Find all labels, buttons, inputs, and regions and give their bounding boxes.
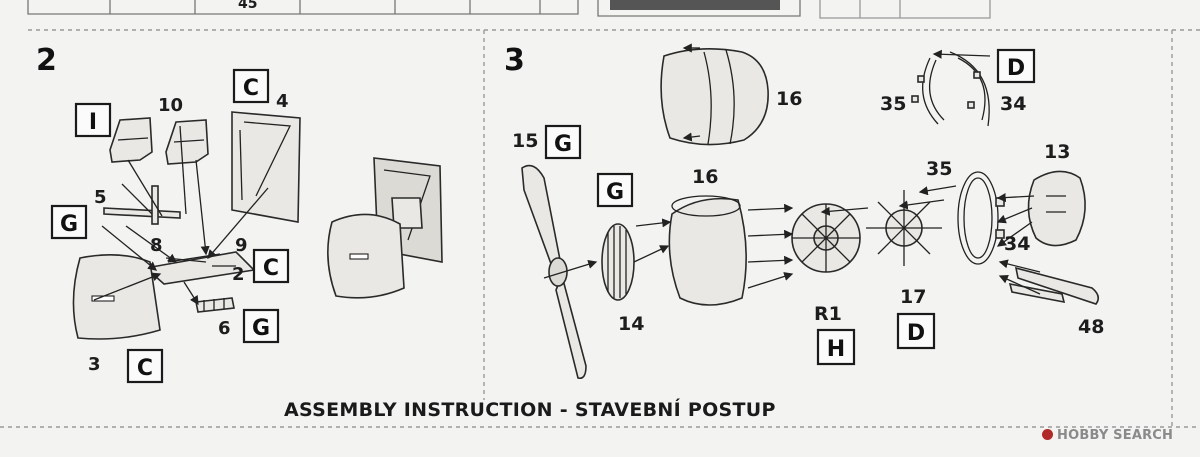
sprue-box-i: I [74, 102, 112, 138]
step-2: 2 [36, 43, 443, 384]
part-number: 35 [926, 158, 952, 180]
watermark-logo-icon [1042, 429, 1053, 440]
engine-part [791, 203, 861, 273]
step-3: 3 [504, 43, 1104, 380]
part-number: 34 [1004, 233, 1030, 255]
sprue-fragment [610, 0, 780, 10]
sprue-box-d: D [896, 312, 936, 350]
part-number: 34 [1000, 93, 1026, 115]
sprue-box-g: G [242, 308, 280, 344]
part-number: 8 [150, 235, 163, 256]
sprue-box-g: G [596, 172, 634, 208]
step-number: 2 [36, 43, 57, 78]
svg-text:G: G [252, 316, 270, 341]
part-number: 6 [218, 318, 231, 339]
sprue-box-c: C [232, 68, 270, 104]
part-number: 5 [94, 187, 107, 208]
svg-text:G: G [606, 180, 624, 205]
assembled-cockpit [327, 157, 443, 299]
engine-mount-part [1027, 170, 1086, 247]
frame-dividers [0, 29, 1200, 428]
svg-text:G: G [60, 212, 78, 237]
sprue-box-c: C [126, 348, 164, 384]
part-number: 3 [88, 354, 101, 375]
exhaust-ring-part [911, 51, 990, 127]
sprue-box-g: G [544, 124, 582, 160]
svg-text:C: C [137, 356, 153, 381]
watermark-text: HOBBY SEARCH [1057, 428, 1174, 443]
bulkhead-part [72, 254, 161, 340]
part-number: 16 [776, 88, 802, 110]
sprue-box-d: D [996, 48, 1036, 84]
part-number: R1 [814, 303, 842, 325]
part-number: 9 [235, 235, 248, 256]
svg-text:H: H [827, 337, 845, 362]
watermark: HOBBY SEARCH [1042, 428, 1173, 443]
svg-text:C: C [243, 76, 259, 101]
svg-text:D: D [1007, 56, 1025, 81]
svg-text:D: D [907, 321, 925, 346]
cowling-ring-part [660, 48, 769, 146]
panel-part [231, 111, 301, 223]
seat-part [109, 117, 153, 163]
seat-part [165, 119, 209, 165]
footer-title: ASSEMBLY INSTRUCTION - STAVEBNÍ POSTUP [284, 399, 776, 421]
part-number: 13 [1044, 141, 1070, 163]
svg-text:C: C [263, 256, 279, 281]
sprue-box-g: G [50, 204, 88, 240]
exhaust-ring-part [957, 171, 1005, 265]
part-number: 10 [158, 95, 183, 116]
part-number: 15 [512, 130, 538, 152]
part-number: 16 [692, 166, 718, 188]
part-number: 2 [232, 264, 245, 285]
seat-frame-part [103, 185, 181, 225]
part-number: 4 [276, 91, 289, 112]
part-number: 48 [1078, 316, 1104, 338]
step-number: 3 [504, 43, 525, 78]
sprue-box-c: C [252, 248, 290, 284]
top-strip: 45 [27, 0, 991, 19]
sprue-box-h: H [816, 328, 856, 366]
crankcase-part [866, 190, 942, 266]
small-part [195, 297, 235, 313]
svg-text:G: G [554, 132, 572, 157]
cowling-part [668, 195, 747, 306]
spinner-part [601, 223, 635, 301]
propeller-part [521, 164, 587, 380]
top-strip-fragment: 45 [238, 0, 257, 12]
svg-text:I: I [89, 110, 97, 135]
part-number: 17 [900, 286, 926, 308]
part-number: 35 [880, 93, 906, 115]
part-number: 14 [618, 313, 644, 335]
